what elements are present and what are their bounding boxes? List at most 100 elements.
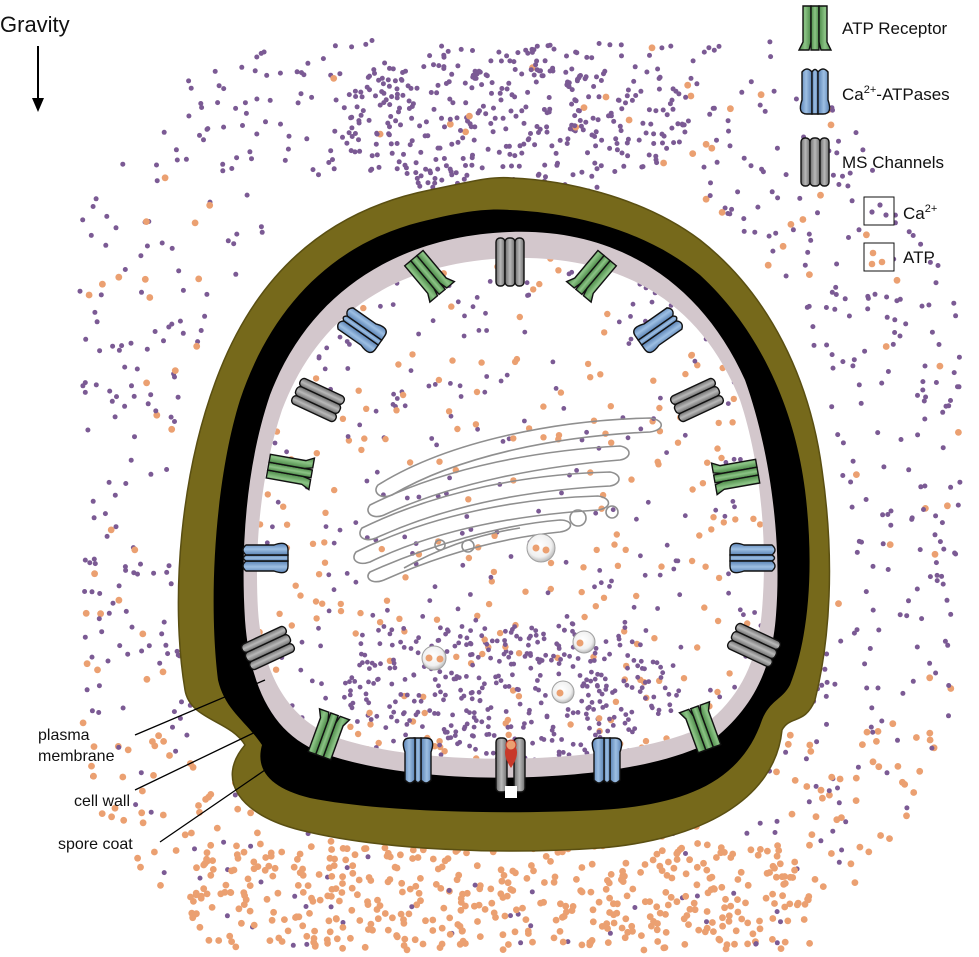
- atp-dot: [120, 816, 128, 824]
- ca-dot: [401, 626, 407, 631]
- ca-dot: [439, 115, 444, 121]
- ca-dot: [914, 586, 920, 592]
- ca-dot: [584, 677, 589, 683]
- ca-dot: [490, 129, 496, 135]
- atp-dot: [720, 519, 727, 526]
- ca-dot: [783, 172, 789, 178]
- ca-dot: [479, 633, 485, 639]
- atp-dot: [889, 720, 897, 728]
- atp-dot: [598, 923, 606, 930]
- ca-dot: [675, 558, 681, 564]
- atp-dot: [501, 912, 509, 920]
- ca-dot: [132, 434, 137, 440]
- atp-dot: [309, 897, 317, 905]
- atp-dot: [509, 887, 517, 894]
- ca-dot: [377, 641, 383, 647]
- atp-dot: [901, 781, 909, 788]
- ca-dot: [676, 139, 682, 145]
- ca-dot: [535, 639, 540, 645]
- atp-dot: [381, 844, 389, 852]
- ca-dot: [904, 613, 910, 619]
- atp-dot: [389, 914, 396, 922]
- ca-dot: [840, 473, 846, 478]
- ca-dot: [303, 904, 309, 909]
- atp-dot: [606, 894, 613, 902]
- ca-dot: [544, 124, 550, 130]
- atp-dot: [637, 869, 644, 876]
- ca-dot: [320, 56, 326, 62]
- ca-dot: [637, 689, 643, 694]
- atp-dot: [463, 849, 470, 857]
- legend-ca-atpase-label: Ca2+-ATPases: [842, 84, 950, 104]
- atp-dot: [397, 910, 405, 918]
- ca-dot: [640, 120, 646, 126]
- ca-dot: [556, 749, 562, 755]
- ca-dot: [180, 287, 186, 293]
- ca-dot: [566, 84, 572, 90]
- atp-dot: [605, 879, 613, 887]
- atp-dot: [192, 889, 200, 897]
- ca-dot: [198, 101, 204, 106]
- ca-dot: [658, 664, 663, 670]
- ca-dot: [221, 86, 227, 92]
- ca-dot: [614, 147, 620, 153]
- ca-dot: [534, 67, 540, 73]
- ca-dot: [559, 737, 564, 742]
- ca-dot: [884, 294, 890, 300]
- atp-dot: [693, 863, 701, 871]
- ca-dot: [92, 309, 98, 315]
- ca-dot: [694, 81, 700, 87]
- ca-dot: [409, 904, 415, 910]
- atp-dot: [412, 882, 420, 890]
- ca-dot: [898, 437, 904, 442]
- ca-dot: [468, 652, 473, 658]
- ca-dot: [631, 658, 637, 663]
- atp-dot: [151, 848, 158, 856]
- ca-dot: [507, 58, 513, 64]
- ca-dot: [611, 714, 617, 720]
- ca-dot: [254, 54, 260, 60]
- ca-dot: [402, 162, 408, 168]
- ca-dot: [921, 398, 927, 404]
- atp-dot: [203, 849, 211, 857]
- ca-dot: [144, 243, 150, 249]
- atp-dot: [641, 861, 649, 868]
- ca-dot: [436, 683, 441, 689]
- ca-dot: [138, 253, 144, 259]
- atp-dot: [586, 939, 594, 946]
- atp-dot: [159, 811, 167, 819]
- ca-dot: [526, 635, 532, 641]
- ca-dot: [774, 145, 780, 151]
- ca-dot: [528, 67, 534, 73]
- atp-dot: [686, 856, 693, 864]
- ca-dot: [770, 248, 776, 254]
- atp-dot: [417, 875, 424, 882]
- ca-dot: [432, 584, 438, 590]
- ca-dot: [420, 724, 425, 729]
- atp-dot: [819, 883, 827, 890]
- ca-dot: [154, 178, 160, 184]
- ca-dot: [234, 155, 240, 161]
- ca-dot: [166, 563, 172, 569]
- ca-dot: [454, 115, 460, 121]
- atp-dot: [417, 897, 424, 905]
- atp-dot: [781, 873, 789, 880]
- atp-dot: [578, 588, 585, 596]
- ca-dot: [402, 534, 408, 540]
- atp-dot: [94, 666, 101, 674]
- ca-dot: [448, 723, 454, 728]
- ca-dot: [525, 50, 531, 56]
- ca-dot: [580, 127, 586, 133]
- ca-dot: [888, 522, 894, 528]
- atp-dot: [595, 898, 603, 906]
- atp-dot: [689, 150, 697, 158]
- ca-dot: [629, 639, 635, 645]
- ca-dot: [485, 724, 491, 730]
- atp-dot: [497, 866, 505, 874]
- ca-dot: [675, 121, 681, 127]
- ca-dot: [134, 366, 140, 372]
- atp-dot: [660, 159, 667, 167]
- ca-dot: [933, 513, 939, 519]
- atp-dot: [819, 794, 826, 802]
- ca-dot: [722, 205, 728, 211]
